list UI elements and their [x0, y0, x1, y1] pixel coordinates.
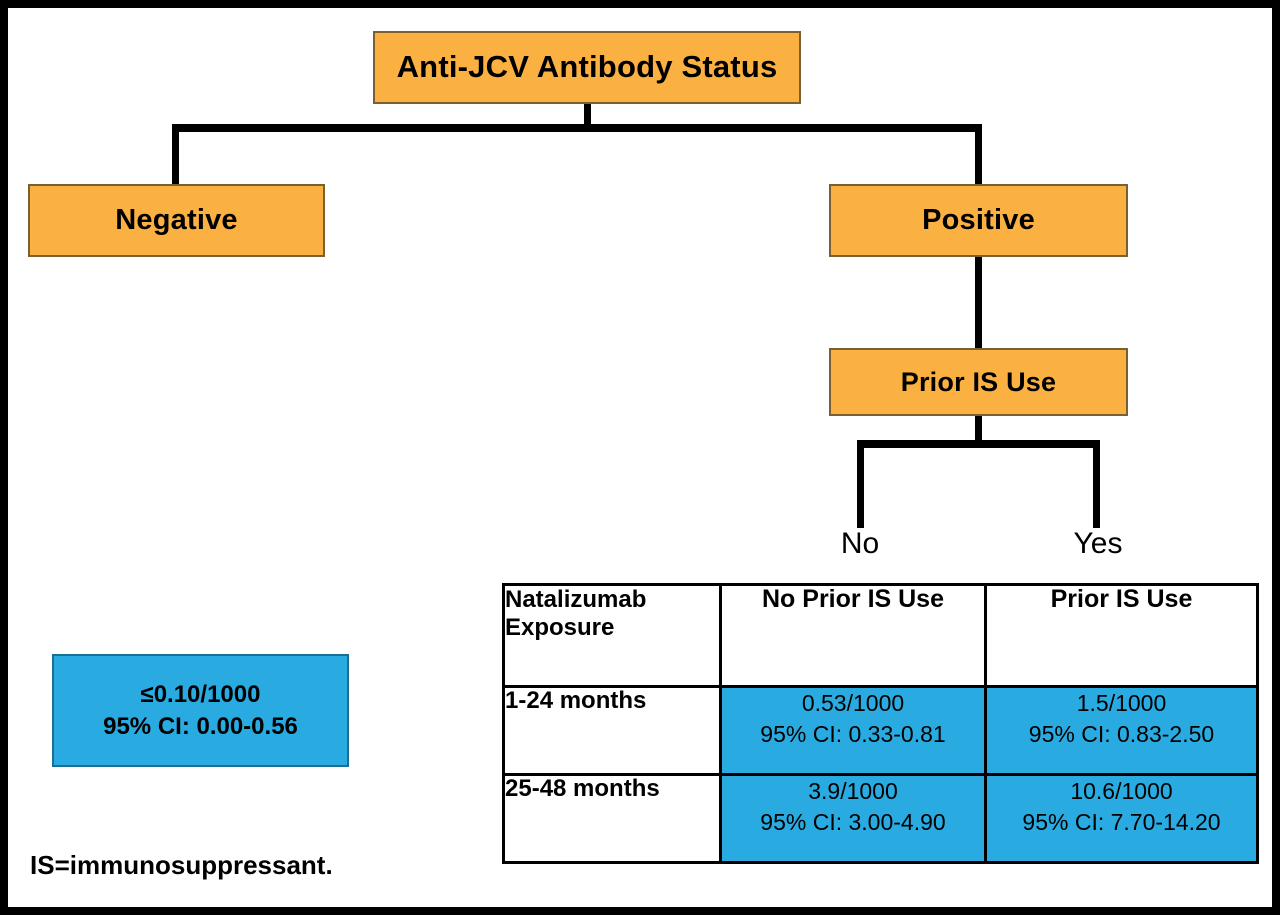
figure-footnote: IS=immunosuppressant.	[30, 850, 333, 880]
cell-ci: 95% CI: 7.70-14.20	[1022, 808, 1221, 835]
connector-no-yes-horizontal-bar	[857, 440, 1100, 448]
node-negative-label: Negative	[115, 204, 238, 237]
table-header-prior-is-use: Prior IS Use	[984, 583, 1259, 688]
pml-incidence-table: Natalizumab Exposure No Prior IS Use Pri…	[502, 583, 1259, 864]
node-root-label: Anti-JCV Antibody Status	[396, 49, 778, 85]
node-negative: Negative	[28, 184, 325, 257]
connector-to-negative	[172, 124, 179, 186]
branch-label-yes: Yes	[1073, 527, 1123, 560]
cell-rate: 10.6/1000	[1070, 778, 1173, 804]
table-header-natalizumab-exposure: Natalizumab Exposure	[502, 583, 722, 688]
cell-rate: 0.53/1000	[801, 690, 905, 716]
cell-1-24-months-prior-is: 1.5/1000 95% CI: 0.83-2.50	[984, 685, 1259, 776]
cell-rate: 3.9/1000	[808, 778, 898, 804]
cell-ci: 95% CI: 0.33-0.81	[760, 720, 946, 747]
table-header-no-prior-is-use: No Prior IS Use	[719, 583, 987, 688]
cell-ci: 95% CI: 0.83-2.50	[1028, 720, 1215, 747]
branch-label-no: No	[840, 527, 880, 560]
header-corner-line1: Natalizumab	[505, 586, 647, 613]
node-anti-jcv-antibody-status: Anti-JCV Antibody Status	[373, 31, 801, 104]
negative-rate: ≤0.10/1000	[140, 680, 261, 708]
cell-ci: 95% CI: 3.00-4.90	[760, 808, 946, 835]
connector-root-horizontal-bar	[172, 124, 982, 132]
table-header-row: Natalizumab Exposure No Prior IS Use Pri…	[502, 583, 1259, 688]
connector-prior-is-use-stem	[975, 414, 982, 444]
connector-to-no	[857, 440, 864, 528]
node-prior-is-use: Prior IS Use	[829, 348, 1128, 416]
cell-1-24-months-no-prior-is: 0.53/1000 95% CI: 0.33-0.81	[719, 685, 987, 776]
connector-to-yes	[1093, 440, 1100, 528]
node-prior-is-use-label: Prior IS Use	[900, 366, 1057, 397]
node-positive: Positive	[829, 184, 1128, 257]
cell-rate: 1.5/1000	[1076, 690, 1167, 716]
table-row: 1-24 months 0.53/1000 95% CI: 0.33-0.81 …	[502, 685, 1259, 776]
negative-ci: 95% CI: 0.00-0.56	[103, 712, 298, 740]
row-label-1-24-months: 1-24 months	[502, 685, 722, 776]
header-corner-line2: Exposure	[505, 614, 615, 642]
table-row: 25-48 months 3.9/1000 95% CI: 3.00-4.90 …	[502, 773, 1259, 864]
result-box-negative: ≤0.10/1000 95% CI: 0.00-0.56	[52, 654, 349, 767]
connector-positive-to-prior-is-use	[975, 256, 982, 350]
cell-25-48-months-prior-is: 10.6/1000 95% CI: 7.70-14.20	[984, 773, 1259, 864]
connector-to-positive	[975, 124, 982, 186]
node-positive-label: Positive	[922, 204, 1035, 237]
row-label-25-48-months: 25-48 months	[502, 773, 722, 864]
connector-root-stem	[584, 104, 591, 130]
cell-25-48-months-no-prior-is: 3.9/1000 95% CI: 3.00-4.90	[719, 773, 987, 864]
